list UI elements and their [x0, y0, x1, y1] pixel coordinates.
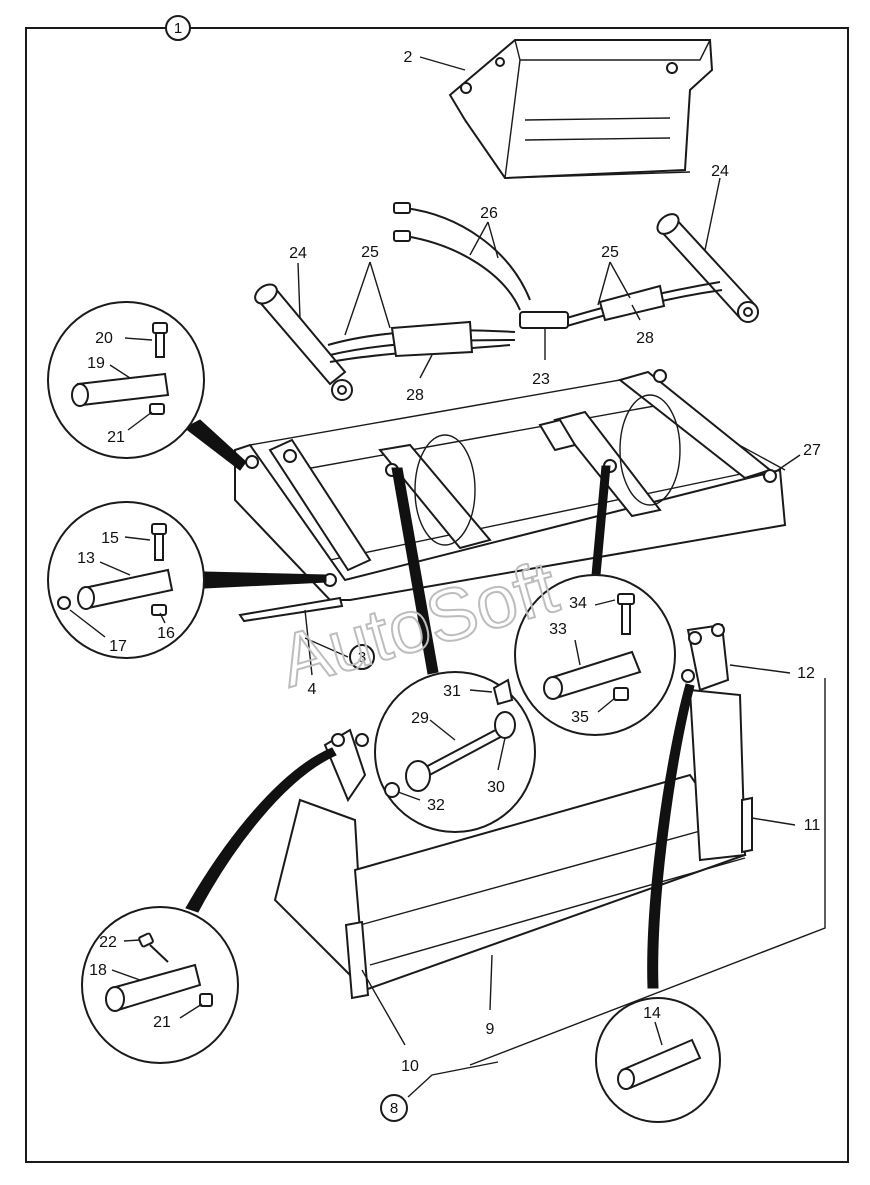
leader-19 [109, 364, 131, 379]
leader-12 [729, 664, 791, 674]
callout-25-right: 25 [601, 244, 619, 261]
leader-25-right-a [597, 261, 611, 306]
callout-21a: 21 [107, 429, 125, 446]
leader-25-left-a [344, 261, 371, 336]
leader-35 [597, 697, 616, 713]
leader-4 [304, 609, 313, 676]
leader-22 [123, 939, 141, 942]
callout-11: 11 [804, 817, 821, 834]
callout-28-right: 28 [636, 330, 654, 347]
bracket-8-left [407, 1061, 499, 1098]
callout-3: 3 [358, 649, 366, 666]
leader-33 [574, 639, 581, 666]
leader-26-a [469, 221, 489, 256]
callout-circle-8 [380, 1094, 408, 1122]
callout-14: 14 [643, 1005, 661, 1022]
callout-29: 29 [411, 710, 429, 727]
callout-12: 12 [797, 665, 815, 682]
connector-band-29 [391, 467, 439, 675]
leader-28-right [631, 304, 641, 321]
leader-25-left-b [369, 261, 391, 329]
callout-8: 8 [390, 1100, 398, 1117]
callout-27: 27 [803, 442, 821, 459]
detail-circle-13 [47, 501, 205, 659]
part-loader-frame [234, 369, 787, 623]
part-24-left-ram [254, 283, 353, 401]
callout-circle-1 [165, 15, 191, 41]
callout-30: 30 [487, 779, 505, 796]
detail-circle-33 [514, 574, 676, 736]
callout-19: 19 [87, 355, 105, 372]
callout-28-left: 28 [406, 387, 424, 404]
connector-band-14 [647, 683, 695, 989]
detail-circle-19 [47, 301, 205, 459]
callout-24-left: 24 [289, 245, 307, 262]
detail-circle-18 [81, 906, 239, 1064]
leader-32 [397, 791, 421, 801]
callout-16: 16 [157, 625, 175, 642]
callout-10: 10 [401, 1058, 419, 1075]
detail-circle-14 [595, 997, 721, 1123]
leader-16 [159, 612, 166, 624]
leader-13 [99, 561, 131, 576]
leader-14 [654, 1021, 663, 1046]
leader-21b [179, 1003, 203, 1019]
leader-15 [124, 536, 151, 541]
part-24-right-ram [656, 213, 759, 323]
callout-26: 26 [480, 205, 498, 222]
leader-11 [751, 817, 796, 826]
callout-18: 18 [89, 962, 107, 979]
callout-20: 20 [95, 330, 113, 347]
diagram-frame [25, 27, 849, 1163]
callout-1: 1 [174, 20, 182, 37]
leader-30 [497, 737, 506, 771]
callout-24-right: 24 [711, 163, 729, 180]
leader-34 [594, 599, 616, 606]
part-hoses [327, 202, 723, 363]
leader-3 [304, 637, 349, 658]
callout-22: 22 [99, 934, 117, 951]
callout-33: 33 [549, 621, 567, 638]
leader-26-b [487, 221, 499, 259]
part-bucket [273, 623, 753, 1000]
connector-band-18 [185, 747, 337, 913]
connector-band-19 [184, 419, 247, 471]
callout-35: 35 [571, 709, 589, 726]
callout-25-left: 25 [361, 244, 379, 261]
callout-23: 23 [532, 371, 550, 388]
part-2-bucket-top [448, 39, 714, 180]
leader-27 [774, 454, 801, 473]
bracket-8-right [469, 678, 826, 1066]
leader-21a [127, 411, 153, 431]
leader-24-right [704, 177, 721, 251]
leader-17 [69, 609, 106, 638]
leader-20 [124, 337, 153, 341]
callout-15: 15 [101, 530, 119, 547]
callout-9: 9 [486, 1021, 495, 1038]
leader-9 [489, 954, 493, 1011]
leader-2 [419, 56, 466, 71]
callout-4: 4 [308, 681, 317, 698]
callout-13: 13 [77, 550, 95, 567]
connector-band-13 [204, 571, 327, 589]
callout-circle-3 [349, 644, 375, 670]
callout-31: 31 [443, 683, 461, 700]
callout-32: 32 [427, 797, 445, 814]
detail-circle-29 [374, 671, 536, 833]
callout-21b: 21 [153, 1014, 171, 1031]
leader-24-left [297, 262, 301, 319]
leader-31 [469, 689, 493, 693]
leader-25-right-b [609, 261, 631, 299]
callout-34: 34 [569, 595, 587, 612]
leader-29 [429, 719, 456, 741]
leader-10 [361, 969, 406, 1046]
callout-17: 17 [109, 638, 127, 655]
leader-28-left [419, 354, 433, 379]
leader-18 [111, 969, 141, 981]
callout-2: 2 [404, 49, 413, 66]
